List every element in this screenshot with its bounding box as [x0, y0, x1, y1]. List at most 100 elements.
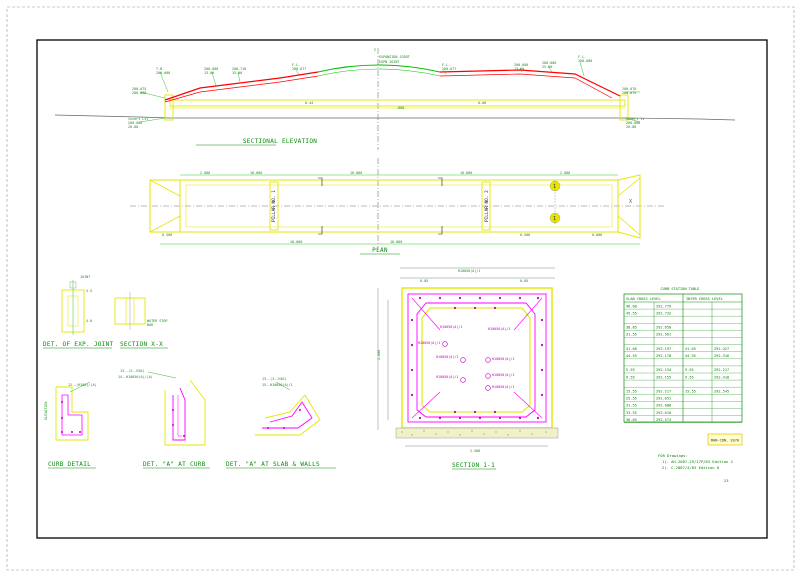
- section-1-1-title: SECTION 1-1: [452, 462, 495, 469]
- table-cell: 292.197: [656, 347, 671, 351]
- svg-text:.800: .800: [396, 106, 404, 110]
- rebar-inner: [416, 302, 536, 418]
- svg-text:200.070: 200.070: [622, 87, 636, 91]
- notes-line-1: 1). AH-2087-29/17P/83 Edition 2: [662, 459, 733, 464]
- curb-station-table: CURB STATION TABLE SLAB CROSS LEVEL INTE…: [623, 287, 743, 423]
- table-cell: 292.155: [656, 375, 671, 379]
- svg-text:H10050(A)/1: H10050(A)/1: [492, 357, 514, 361]
- expansion-joint-label: EXPANSION JOINT: [379, 55, 410, 59]
- svg-text:0.44: 0.44: [305, 101, 313, 105]
- svg-text:200.077: 200.077: [292, 67, 306, 71]
- svg-text:2.000: 2.000: [200, 171, 210, 175]
- table-cell: 36.65: [626, 418, 637, 422]
- svg-text:200.000: 200.000: [204, 67, 218, 71]
- plan-title: PLAN: [372, 247, 388, 254]
- stamp-box: [707, 433, 743, 446]
- table-cell: 15.55: [685, 390, 696, 394]
- table-cell: 25.55: [626, 397, 637, 401]
- crest-curve: [317, 64, 441, 73]
- svg-text:10.000: 10.000: [290, 240, 302, 244]
- svg-text:H10050(A)/1: H10050(A)/1: [436, 375, 458, 379]
- table-cell: 45.55: [626, 311, 637, 315]
- table-cell: 292.651: [656, 397, 671, 401]
- svg-text:H10050(A)/1: H10050(A)/1: [492, 385, 514, 389]
- svg-text:4.5: 4.5: [86, 289, 92, 293]
- svg-text:13.00: 13.00: [514, 67, 524, 71]
- svg-text:2.500: 2.500: [470, 449, 480, 453]
- table-cell: 5.55: [685, 368, 694, 372]
- elevation-axis-mark: C: [374, 47, 376, 52]
- svg-text:0.05: 0.05: [420, 279, 428, 283]
- table-cell: 292.316: [714, 354, 729, 358]
- svg-text:200.716: 200.716: [232, 67, 246, 71]
- svg-text:200.000: 200.000: [128, 121, 142, 125]
- det-a-slab-title: DET. "A" AT SLAB & WALLS: [226, 461, 320, 468]
- table-cell: 292.545: [714, 390, 729, 394]
- pillar-right-label: PILLAR NO. 2: [484, 190, 490, 222]
- table-cell: 9.55: [685, 375, 694, 379]
- svg-text:15.00: 15.00: [232, 71, 242, 75]
- svg-text:WATER STOP: WATER STOP: [147, 319, 167, 323]
- svg-text:2.000: 2.000: [377, 350, 381, 360]
- table-header-slab: SLAB CROSS LEVEL: [626, 297, 661, 301]
- svg-text:0.000: 0.000: [592, 233, 602, 237]
- lean-concrete-base: [395, 427, 559, 439]
- svg-text:200.000: 200.000: [156, 71, 170, 75]
- table-cell: 292.574: [656, 418, 671, 422]
- det-a-curb: 13--(3--H10)14--H10050(A)/(A) DET. "A" A…: [118, 369, 210, 469]
- table-cell: 5.55: [626, 368, 635, 372]
- abutment-left: [164, 94, 174, 121]
- svg-text:20.00: 20.00: [128, 125, 138, 129]
- svg-text:0.500: 0.500: [162, 233, 172, 237]
- det-a-slab-walls: 13--(3--H10)15--H10050(A)/1 DET. "A" AT …: [226, 377, 336, 469]
- deck-slab: [169, 99, 626, 107]
- road-profile-right: [439, 69, 621, 97]
- abutment-right: [619, 94, 629, 121]
- svg-text:25.00: 25.00: [542, 65, 552, 69]
- stamp-text: MAN-CDN. 2070: [711, 439, 739, 443]
- table-cell: 292.779: [656, 304, 671, 308]
- svg-text:200.088: 200.088: [132, 91, 146, 95]
- svg-text:12--(H100)/(A): 12--(H100)/(A): [68, 383, 97, 387]
- plan-wing-right: [617, 174, 641, 239]
- svg-text:0.500: 0.500: [520, 233, 530, 237]
- sectional-elevation-title: SECTIONAL ELEVATION: [243, 138, 317, 145]
- svg-text:Invert Lvl: Invert Lvl: [128, 117, 148, 121]
- pillar-left: [269, 181, 279, 231]
- pillar-right: [481, 181, 491, 231]
- table-cell: 292.178: [656, 354, 671, 358]
- curb-detail: 12--(H100)/(A)ELEVATION CURB DETAIL: [44, 381, 97, 469]
- svg-text:ELEVATION: ELEVATION: [44, 402, 48, 420]
- table-cell: 292.688: [656, 404, 671, 408]
- svg-text:10.000: 10.000: [390, 240, 402, 244]
- plan-wing-left: [149, 179, 180, 233]
- svg-text:200.075: 200.075: [132, 87, 146, 91]
- table-cell: 33.55: [626, 411, 637, 415]
- svg-text:H10050(A)/1: H10050(A)/1: [492, 373, 514, 377]
- svg-text:10.000: 10.000: [350, 171, 362, 175]
- svg-text:1: 1: [553, 216, 556, 222]
- table-cell: 292.561: [656, 333, 671, 337]
- svg-text:13--(3--H10): 13--(3--H10): [262, 377, 287, 381]
- table-cell: 292.154: [656, 368, 671, 372]
- table-cell: 44.55: [685, 354, 696, 358]
- pillar-left-label: PILLAR NO. 1: [271, 190, 277, 222]
- notes-line-2: 2). C-2087/4/83 Edition 6: [662, 465, 720, 470]
- rebar-outer: [407, 293, 547, 423]
- svg-text:200.077: 200.077: [442, 67, 456, 71]
- svg-text:H10050(A)/1: H10050(A)/1: [458, 269, 480, 273]
- svg-text:2.000: 2.000: [560, 171, 570, 175]
- table-cell: 41.68: [626, 347, 637, 351]
- svg-text:H10050(A)/1: H10050(A)/1: [418, 341, 440, 345]
- svg-text:200.000: 200.000: [578, 59, 592, 63]
- svg-text:H10050(A)/1: H10050(A)/1: [436, 355, 458, 359]
- svg-text:10.000: 10.000: [250, 171, 262, 175]
- svg-text:1: 1: [553, 184, 556, 190]
